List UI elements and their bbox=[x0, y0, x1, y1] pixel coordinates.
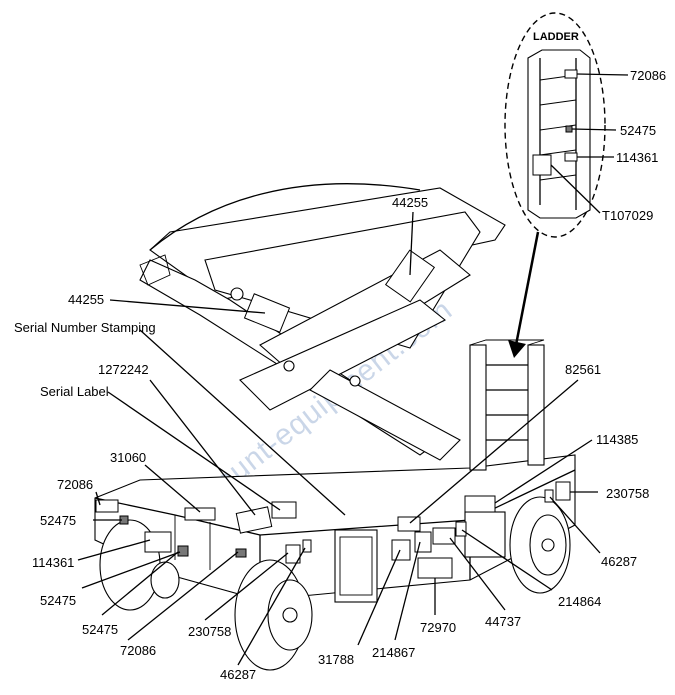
label-ladder-114361: 114361 bbox=[616, 150, 658, 165]
decal-serial-label bbox=[271, 501, 297, 519]
decal-214864 bbox=[455, 521, 467, 537]
label-top-44255: 44255 bbox=[392, 195, 428, 210]
chassis-base bbox=[94, 454, 576, 603]
label-low-52475-b: 52475 bbox=[82, 622, 118, 637]
label-right-114385: 114385 bbox=[596, 432, 638, 447]
decal-markers bbox=[95, 249, 571, 579]
label-right-82561: 82561 bbox=[565, 362, 601, 377]
decal-114385 bbox=[464, 495, 496, 513]
decal-230758-right bbox=[555, 481, 571, 501]
decal-46287-low bbox=[302, 539, 312, 553]
label-low-72970: 72970 bbox=[420, 620, 456, 635]
ladder-on-base bbox=[469, 339, 545, 471]
decal-52475-low-a bbox=[177, 545, 189, 557]
label-left-52475: 52475 bbox=[40, 513, 76, 528]
label-ladder-72086: 72086 bbox=[630, 68, 666, 83]
label-right-214864: 214864 bbox=[558, 594, 601, 609]
part-number-labels: 72086 52475 114361 T107029 44255 44255 S… bbox=[14, 68, 666, 682]
decal-44737 bbox=[432, 527, 456, 545]
label-low-31788: 31788 bbox=[318, 652, 354, 667]
label-ladder-t107029: T107029 bbox=[602, 208, 653, 223]
label-31060: 31060 bbox=[110, 450, 146, 465]
decal-214867 bbox=[414, 531, 432, 553]
decal-72086-left bbox=[95, 499, 119, 513]
label-serial-number-stamping: Serial Number Stamping bbox=[14, 320, 156, 335]
decal-31060 bbox=[184, 507, 216, 521]
decal-114361-left bbox=[144, 531, 172, 553]
decal-72970 bbox=[417, 557, 453, 579]
label-left-44255: 44255 bbox=[68, 292, 104, 307]
inset-title: LADDER bbox=[533, 31, 579, 43]
label-ladder-52475: 52475 bbox=[620, 123, 656, 138]
label-low-44737: 44737 bbox=[485, 614, 521, 629]
label-serial-label: Serial Label bbox=[40, 384, 109, 399]
ladder-inset: LADDER bbox=[504, 12, 606, 238]
label-low-52475-a: 52475 bbox=[40, 593, 76, 608]
decal-44255-top bbox=[384, 249, 436, 303]
decal-46287-right bbox=[544, 489, 554, 503]
label-low-214867: 214867 bbox=[372, 645, 415, 660]
label-low-46287: 46287 bbox=[220, 667, 256, 682]
decal-31788 bbox=[391, 539, 411, 561]
decal-82561 bbox=[397, 516, 421, 532]
label-1272242: 1272242 bbox=[98, 362, 149, 377]
label-left-114361: 114361 bbox=[32, 555, 74, 570]
label-right-230758: 230758 bbox=[606, 486, 649, 501]
leader-lines bbox=[77, 73, 629, 666]
decal-44255-left bbox=[243, 293, 291, 333]
label-low-72086: 72086 bbox=[120, 643, 156, 658]
label-low-230758: 230758 bbox=[188, 624, 231, 639]
label-left-72086: 72086 bbox=[57, 477, 93, 492]
inset-arrow bbox=[508, 231, 540, 358]
label-right-46287: 46287 bbox=[601, 554, 637, 569]
